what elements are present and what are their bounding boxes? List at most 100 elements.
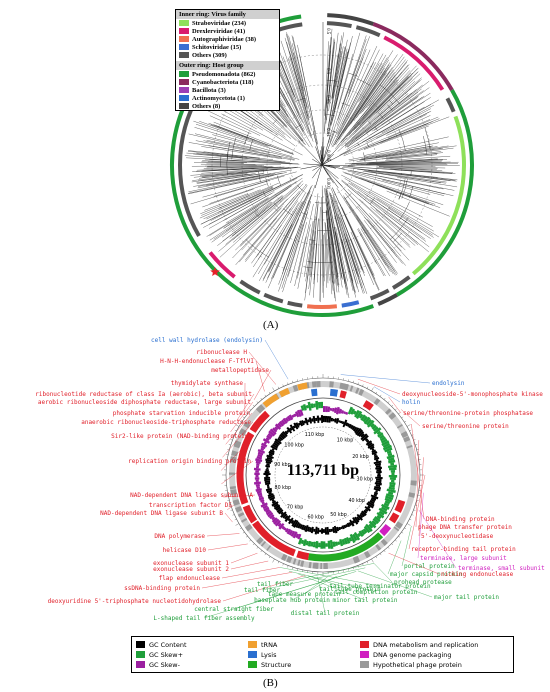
legend-swatch xyxy=(248,651,257,658)
gc-content-bar xyxy=(277,509,284,515)
tree-branch xyxy=(222,195,283,242)
gc-content-bar xyxy=(352,426,358,432)
tree-branch xyxy=(359,148,443,160)
tree-branch xyxy=(231,137,236,160)
gene-label: anaerobic ribonucleoside-triphosphate re… xyxy=(81,419,251,426)
tree-branch xyxy=(188,172,283,192)
legend-swatch xyxy=(360,661,369,668)
tree-branch xyxy=(190,169,268,176)
tick-mark xyxy=(260,550,263,553)
legend-item: Straboviridae (234) xyxy=(176,19,279,27)
tree-branch xyxy=(337,54,353,109)
gc-skew-bar xyxy=(387,457,395,462)
tree-branch xyxy=(272,218,299,279)
tree-branch xyxy=(354,64,390,117)
gene-label: H-N-H-endonuclease F-TflVI xyxy=(160,358,254,365)
tree-branch xyxy=(327,201,339,278)
gc-skew-bar xyxy=(343,537,348,545)
tick-mark xyxy=(277,561,280,564)
tree-branch xyxy=(268,186,312,272)
gc-skew-bar xyxy=(281,525,286,530)
tick-mark xyxy=(394,408,397,411)
tree-branch xyxy=(221,201,272,238)
tree-branch xyxy=(272,119,277,125)
gene-block xyxy=(362,400,374,411)
tree-branch xyxy=(344,159,444,165)
label-leader-line xyxy=(223,494,256,498)
tree-branch xyxy=(198,173,272,187)
gc-content-bar xyxy=(365,439,370,443)
label-leader-line xyxy=(253,369,272,400)
tree-branch xyxy=(201,167,301,178)
tree-branch xyxy=(324,232,327,288)
gc-skew-bar xyxy=(262,438,271,444)
tree-branch xyxy=(363,118,440,149)
gc-content-bar xyxy=(364,508,369,513)
virus-family-ring-segment xyxy=(391,275,411,290)
label-leader-line xyxy=(401,409,421,427)
tree-branch xyxy=(350,231,375,286)
gene-label: flap endonuclease xyxy=(159,575,221,582)
gc-skew-bar xyxy=(380,506,388,512)
tree-branch xyxy=(334,63,380,142)
tree-branch xyxy=(360,69,394,115)
gene-label: tape measure protein xyxy=(268,591,341,598)
tick-mark xyxy=(264,394,267,397)
tree-branch xyxy=(325,193,340,293)
tick-mark xyxy=(387,401,390,404)
label-leader-line xyxy=(373,386,401,403)
label-leader-line xyxy=(220,435,255,471)
tick-mark xyxy=(371,558,374,563)
tree-branch xyxy=(305,183,307,186)
gc-content-bar xyxy=(339,420,343,424)
gc-skew-bar xyxy=(376,511,385,519)
tree-branch xyxy=(368,170,451,181)
hypothetical-gene-block xyxy=(297,559,301,566)
tree-branch xyxy=(335,54,398,145)
hypothetical-protein-ring xyxy=(229,381,417,569)
gc-content-bar xyxy=(356,516,361,521)
tree-branch xyxy=(385,156,451,161)
legend-label: Lysis xyxy=(261,650,277,659)
host-group-ring-segment xyxy=(377,293,399,306)
tree-branch xyxy=(347,170,454,196)
gc-content-bar xyxy=(336,526,340,532)
tick-mark xyxy=(245,412,248,415)
tree-branch xyxy=(231,202,273,233)
legend-swatch xyxy=(360,651,369,658)
tick-mark xyxy=(362,384,364,387)
tree-branch xyxy=(209,183,267,204)
tree-branch xyxy=(239,217,277,263)
gc-content-bar xyxy=(365,440,373,446)
tree-branch xyxy=(401,178,408,199)
kbp-label: 30 kbp xyxy=(357,477,374,483)
gene-block xyxy=(307,532,384,562)
gc-content-bar xyxy=(274,438,282,445)
tree-branch xyxy=(274,202,279,209)
gene-label: ribonuclease H xyxy=(196,349,247,356)
tree-branch xyxy=(346,75,409,140)
tree-branch xyxy=(382,180,445,196)
tree-branch xyxy=(349,145,457,162)
gene-label: tail fiber xyxy=(257,581,294,588)
tree-branch xyxy=(398,159,438,162)
legend-swatch xyxy=(179,95,189,101)
gc-skew-bar xyxy=(354,409,360,418)
tree-branch xyxy=(383,211,419,239)
tick-mark xyxy=(387,546,390,549)
gc-skew-bar xyxy=(353,531,361,541)
gc-content-bar xyxy=(346,522,351,528)
gc-skew-bar xyxy=(274,423,282,430)
tree-branch xyxy=(350,163,447,165)
gc-content-bar xyxy=(345,524,349,528)
tree-branch xyxy=(363,220,397,263)
tick-mark xyxy=(379,394,382,397)
gc-content-bar xyxy=(266,456,273,461)
gc-content-bar xyxy=(293,422,299,430)
tree-branch xyxy=(359,70,391,114)
tree-branch xyxy=(331,42,351,125)
gene-label: terminase, large subunit xyxy=(420,555,507,562)
tree-branch xyxy=(332,35,353,121)
tree-branch xyxy=(240,183,304,247)
